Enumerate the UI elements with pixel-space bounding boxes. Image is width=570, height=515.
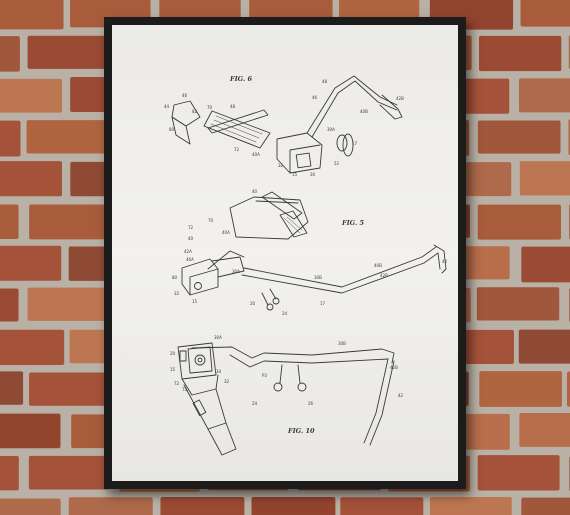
svg-text:46A: 46A (186, 257, 194, 262)
brick (520, 0, 570, 27)
brick (477, 120, 561, 154)
patent-drawing: 44 46 82 80 70 48 48 46 40B 42B 30A 17 15 30 52… (164, 75, 448, 456)
brick (0, 36, 20, 72)
svg-text:46: 46 (312, 95, 318, 100)
brick (429, 497, 512, 515)
figure-5-glasses-drawing: 40 70 72 40 42A 46A 40A 80 32 15 30A 30B 40B 42… (172, 189, 448, 316)
brick (68, 497, 153, 515)
brick (0, 245, 62, 281)
svg-text:17: 17 (352, 141, 358, 146)
brick (0, 329, 65, 365)
svg-text:24: 24 (282, 311, 288, 316)
svg-text:40: 40 (188, 236, 194, 241)
svg-text:40B: 40B (360, 109, 368, 114)
brick (0, 120, 21, 157)
fig-6-label: FIG. 6 (229, 75, 253, 83)
svg-text:72: 72 (174, 381, 180, 386)
svg-text:73: 73 (182, 387, 188, 392)
svg-text:15: 15 (292, 172, 298, 177)
brick (29, 204, 113, 240)
svg-text:30: 30 (310, 172, 316, 177)
svg-text:20: 20 (250, 301, 256, 306)
svg-text:40: 40 (252, 189, 258, 194)
svg-text:42A: 42A (184, 249, 192, 254)
brick (0, 0, 64, 30)
svg-text:42: 42 (442, 259, 448, 264)
svg-text:30A: 30A (232, 269, 240, 274)
brick (518, 329, 570, 364)
svg-text:15: 15 (192, 299, 198, 304)
brick (521, 246, 570, 283)
svg-text:42B: 42B (390, 365, 398, 370)
svg-text:40A: 40A (222, 230, 230, 235)
svg-text:42B: 42B (396, 96, 404, 101)
svg-text:82: 82 (192, 109, 198, 114)
svg-text:30A: 30A (214, 335, 222, 340)
brick (0, 288, 19, 322)
brick (566, 371, 570, 407)
brick (0, 413, 61, 449)
svg-text:72: 72 (234, 147, 240, 152)
brick (0, 371, 24, 405)
patent-print: 44 46 82 80 70 48 48 46 40B 42B 30A 17 15 30 52… (112, 25, 458, 481)
svg-text:42B: 42B (380, 273, 388, 278)
brick (340, 497, 424, 515)
brick (519, 413, 570, 447)
svg-text:72: 72 (188, 225, 194, 230)
fig-10-label: FIG. 10 (287, 427, 315, 435)
brick (521, 497, 570, 515)
svg-text:48: 48 (230, 104, 236, 109)
svg-text:34: 34 (216, 369, 222, 374)
poster-frame: 44 46 82 80 70 48 48 46 40B 42B 30A 17 15 30 52… (104, 17, 466, 489)
svg-text:32: 32 (224, 379, 230, 384)
svg-text:32: 32 (278, 163, 284, 168)
svg-text:52: 52 (334, 161, 340, 166)
svg-text:80: 80 (172, 275, 178, 280)
svg-text:40A: 40A (252, 152, 260, 157)
brick (26, 120, 108, 154)
brick (0, 204, 19, 239)
brick (28, 455, 111, 490)
brick (477, 204, 561, 240)
svg-text:42: 42 (398, 393, 404, 398)
brick (27, 287, 111, 321)
brick (519, 161, 570, 196)
svg-text:30B: 30B (314, 275, 322, 280)
svg-text:17: 17 (320, 301, 326, 306)
svg-text:32: 32 (174, 291, 180, 296)
svg-text:40B: 40B (374, 263, 382, 268)
brick (29, 372, 111, 406)
brick (160, 497, 245, 515)
brick (479, 35, 562, 72)
svg-text:30B: 30B (338, 341, 346, 346)
svg-text:48: 48 (322, 79, 328, 84)
brick (518, 78, 570, 113)
brick (0, 455, 19, 491)
brick (0, 78, 62, 113)
figure-6-glasses-drawing: 44 46 82 80 70 48 48 46 40B 42B 30A 17 15 30 52… (164, 75, 404, 177)
brick (479, 371, 562, 407)
svg-text:30A: 30A (327, 127, 335, 132)
svg-text:P3: P3 (262, 373, 267, 378)
svg-text:20: 20 (170, 351, 176, 356)
svg-text:70: 70 (207, 105, 213, 110)
svg-text:46: 46 (182, 93, 188, 98)
brick (0, 161, 63, 197)
svg-text:24: 24 (252, 401, 258, 406)
brick (477, 455, 560, 491)
svg-text:80: 80 (169, 127, 175, 132)
brick (0, 498, 61, 515)
fig-5-label: FIG. 5 (341, 219, 365, 227)
svg-text:15: 15 (170, 367, 176, 372)
brick (251, 497, 336, 515)
brick (27, 35, 112, 69)
svg-text:44: 44 (164, 104, 170, 109)
svg-text:26: 26 (308, 401, 314, 406)
brick (476, 287, 560, 321)
svg-text:70: 70 (208, 218, 214, 223)
